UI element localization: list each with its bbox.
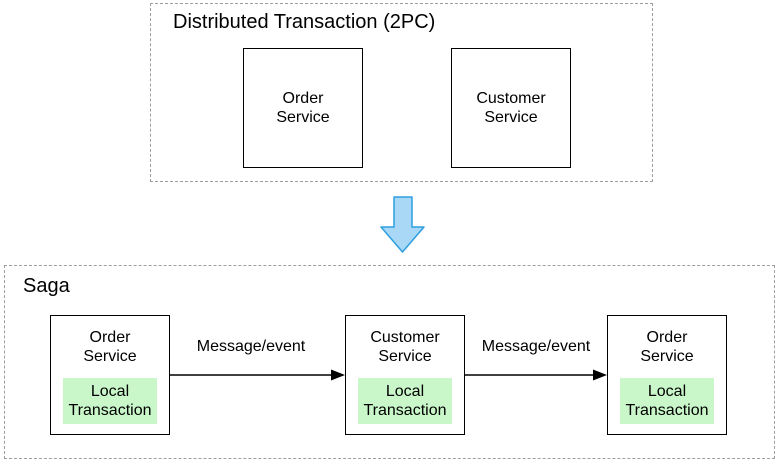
twopc-customer-service-node: Customer Service: [451, 48, 571, 168]
service-label-line1: Customer: [476, 90, 546, 107]
saga-customer-service-node: Customer Service Local Transaction: [345, 315, 465, 435]
twopc-group-title: Distributed Transaction (2PC): [173, 11, 436, 33]
message-event-label-2: Message/event: [481, 338, 591, 355]
arrowhead-right-icon: [593, 369, 607, 381]
message-arrow-2: [465, 369, 607, 381]
saga-order-service-node-1: Order Service Local Transaction: [50, 315, 170, 435]
local-transaction-label: Local Transaction: [69, 382, 152, 420]
service-label-line2: Service: [83, 348, 137, 365]
service-label-line2: Service: [484, 109, 538, 126]
saga-order-service-node-2: Order Service Local Transaction: [607, 315, 727, 435]
twopc-group-container: Distributed Transaction (2PC) Order Serv…: [150, 3, 653, 182]
local-label-line2: Transaction: [363, 402, 447, 419]
service-node-label: Order Service: [83, 328, 136, 366]
message-event-label-1: Message/event: [196, 338, 306, 355]
local-label-line1: Local: [90, 383, 130, 400]
service-label-line1: Order: [89, 329, 131, 346]
down-block-arrow-icon: [380, 196, 425, 253]
twopc-order-service-node: Order Service: [243, 48, 363, 168]
saga-group-container: Saga Order Service Local Transaction Mes…: [4, 265, 775, 459]
service-label-line2: Service: [640, 348, 694, 365]
local-transaction-node: Local Transaction: [63, 378, 157, 424]
saga-group-title: Saga: [23, 275, 70, 297]
service-node-label: Customer Service: [370, 328, 439, 366]
down-block-arrow-shape: [380, 196, 425, 253]
service-node-label: Order Service: [640, 328, 693, 366]
arrowhead-right-icon: [331, 369, 345, 381]
message-arrow-1: [170, 369, 345, 381]
local-transaction-label: Local Transaction: [626, 382, 709, 420]
service-node-label: Order Service: [276, 89, 329, 127]
local-transaction-node: Local Transaction: [358, 378, 452, 424]
service-node-label: Customer Service: [476, 89, 545, 127]
local-label-line2: Transaction: [625, 402, 709, 419]
service-label-line1: Customer: [370, 329, 440, 346]
local-label-line2: Transaction: [68, 402, 152, 419]
service-label-line1: Order: [282, 90, 324, 107]
local-label-line1: Local: [385, 383, 425, 400]
local-transaction-node: Local Transaction: [620, 378, 714, 424]
service-label-line2: Service: [276, 109, 330, 126]
service-label-line2: Service: [378, 348, 432, 365]
local-label-line1: Local: [647, 383, 687, 400]
service-label-line1: Order: [646, 329, 688, 346]
local-transaction-label: Local Transaction: [364, 382, 447, 420]
